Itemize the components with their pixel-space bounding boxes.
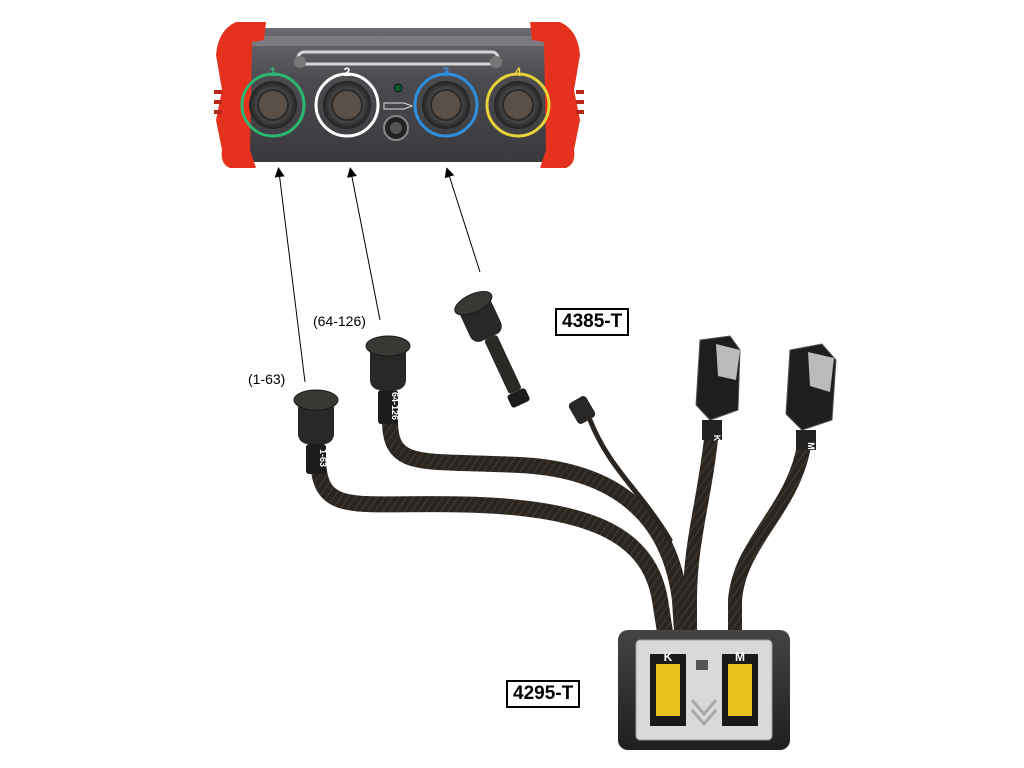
port-4-number: 4	[515, 65, 522, 79]
right-bumper	[530, 22, 580, 168]
device-body	[228, 28, 570, 162]
arrow-1	[274, 167, 306, 383]
connector-cable-2: 64-126	[365, 335, 411, 424]
status-led	[393, 83, 403, 93]
arrow-3	[444, 167, 481, 273]
label-range-64-126: (64-126)	[313, 313, 366, 329]
port-2-ring	[314, 72, 380, 138]
adapter-4385t	[454, 290, 530, 408]
breakout-box: K M	[618, 630, 790, 750]
port-3: 3	[413, 65, 479, 138]
chevron-logo-icon	[690, 699, 718, 727]
connector-cable-1: 1-63	[293, 389, 339, 474]
port-3-ring	[413, 72, 479, 138]
port-4-ring	[485, 72, 551, 138]
adapter-tail-connector	[568, 396, 596, 424]
cable-k	[683, 423, 719, 639]
port-1-ring	[240, 72, 306, 138]
port-2-number: 2	[344, 65, 351, 79]
ecu-label-k: K	[712, 435, 722, 442]
sleeve-label-1: 1-63	[318, 449, 328, 467]
slot-m-label: M	[735, 650, 745, 664]
sleeve-label-2: 64-126	[390, 392, 400, 420]
cable-m	[728, 433, 812, 639]
cable-adapter	[587, 417, 673, 543]
arrow-2	[347, 167, 381, 321]
connection-arrows	[274, 167, 481, 383]
label-4295t: 4295-T	[506, 680, 581, 708]
slot-m: M	[722, 650, 758, 726]
label-4385t: 4385-T	[555, 308, 630, 336]
cable-harness	[310, 412, 812, 640]
cable-2	[382, 412, 690, 640]
port-1: 1	[240, 65, 306, 138]
measurement-device: 1 2 3 4	[214, 22, 584, 168]
slot-k-label: K	[664, 650, 673, 664]
slot-k: K	[650, 650, 686, 726]
left-bumper	[216, 22, 266, 168]
port-4: 4	[485, 65, 551, 138]
ecu-connector-k: K	[695, 335, 741, 442]
cable-1	[310, 452, 673, 640]
label-range-1-63: (1-63)	[248, 371, 286, 387]
ecu-connector-m: M	[785, 343, 837, 450]
ecu-label-m: M	[806, 442, 816, 450]
port-1-number: 1	[270, 65, 277, 79]
probe-icon	[383, 102, 414, 110]
port-2: 2	[314, 65, 380, 138]
port-3-number: 3	[443, 65, 450, 79]
